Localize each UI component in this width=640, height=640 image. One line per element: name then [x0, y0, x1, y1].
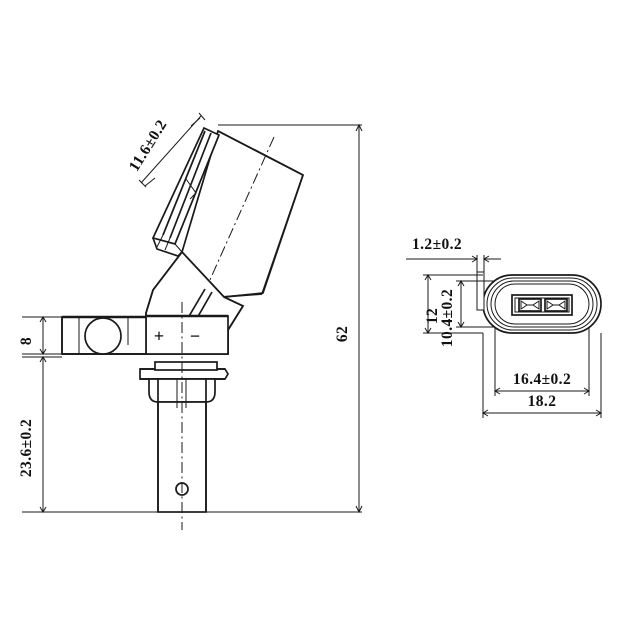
connector-rib — [476, 271, 485, 311]
dim-leader-11-6 — [185, 178, 197, 200]
dim-bracket-thickness: 8 — [18, 316, 62, 355]
dim-label-overall-height: 62 — [334, 326, 351, 342]
shaft-internal-bore — [176, 379, 187, 408]
connector-end-view — [476, 271, 602, 334]
connector-housing-angled — [181, 129, 305, 298]
terminal-cavity-right — [544, 298, 568, 312]
dim-label-shaft-length: 23.6±0.2 — [18, 419, 35, 477]
mounting-bracket — [61, 315, 147, 355]
dim-rib-width: 1.2±0.2 — [406, 236, 501, 275]
dim-housing-width-inner: 16.4±0.2 — [494, 327, 590, 396]
dim-housing-height-outer: 12 — [423, 274, 483, 334]
dim-overall-height: 62 — [206, 123, 363, 514]
terminal-block-inner — [514, 297, 570, 313]
dim-label-connector-width: 11.6±0.2 — [126, 117, 171, 175]
dim-housing-width-outer: 18.2 — [482, 333, 602, 418]
dim-label-housing-width-outer: 18.2 — [528, 393, 557, 410]
connector-latch-plate — [151, 126, 221, 257]
side-view: + − — [61, 126, 305, 530]
dim-label-housing-height-inner: 10.4±0.2 — [439, 289, 456, 347]
terminal-cavity-left — [518, 298, 542, 312]
connector-end-view-dimensions: 1.2±0.2 12 10.4±0.2 — [406, 236, 602, 418]
connector-centerline — [199, 136, 275, 303]
connector-shell-inner-line — [486, 277, 598, 331]
negative-terminal-mark: − — [190, 326, 200, 346]
dim-label-housing-height-outer: 12 — [424, 308, 441, 324]
positive-terminal-mark: + — [154, 326, 164, 346]
connector-shell-inner-line-2 — [490, 280, 594, 328]
dim-shaft-length: 23.6±0.2 — [18, 356, 158, 513]
shaft-flange — [139, 361, 229, 380]
dim-label-housing-width-inner: 16.4±0.2 — [513, 371, 571, 388]
dim-label-bracket-thickness: 8 — [18, 337, 35, 345]
dim-label-rib-width: 1.2±0.2 — [412, 236, 462, 253]
connector-shell-inner-line-3 — [494, 283, 590, 325]
mounting-hole — [84, 317, 122, 355]
dim-housing-height-inner: 10.4±0.2 — [439, 280, 495, 347]
